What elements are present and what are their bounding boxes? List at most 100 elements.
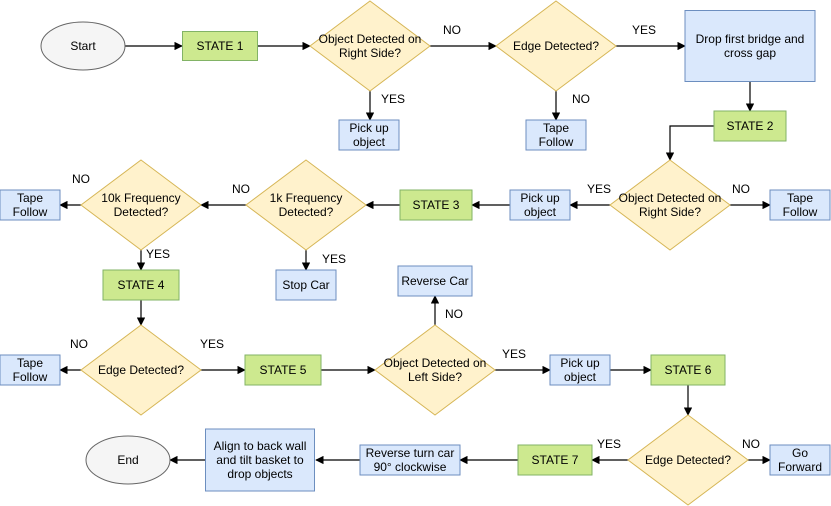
- node-label: STATE 4: [118, 278, 165, 292]
- node-label: Pick up: [349, 121, 389, 135]
- action-box-shape: [338, 119, 400, 151]
- node-label: Follow: [13, 370, 48, 384]
- edge-label: YES: [200, 337, 224, 351]
- connector-arrow: [665, 125, 714, 161]
- state-box-shape: [713, 110, 787, 142]
- action-box-shape: [684, 10, 816, 82]
- edge-label: YES: [597, 437, 621, 451]
- node-end: End: [85, 435, 171, 485]
- terminal-oval-shape: [85, 435, 171, 485]
- node-label: STATE 1: [197, 39, 244, 53]
- node-label: Object Detected on: [384, 356, 487, 370]
- node-label: Follow: [539, 135, 574, 149]
- node-d-edge3: Edge Detected?: [627, 414, 749, 506]
- action-box-shape: [205, 428, 315, 492]
- node-label: object: [524, 205, 557, 219]
- action-box-shape: [0, 189, 61, 221]
- node-label: Object Detected on: [319, 32, 422, 46]
- node-label: Reverse turn car: [366, 446, 455, 460]
- action-box-shape: [397, 265, 473, 297]
- node-label: Left Side?: [408, 370, 462, 384]
- decision-diamond-shape: [80, 324, 202, 416]
- node-state4: STATE 4: [102, 269, 180, 301]
- node-label: Follow: [13, 205, 48, 219]
- node-label: Go: [792, 446, 808, 460]
- node-d-edge1: Edge Detected?: [495, 0, 617, 92]
- action-box-shape: [769, 189, 831, 221]
- node-state6: STATE 6: [650, 354, 726, 386]
- action-box-shape: [525, 119, 587, 151]
- edge-label: NO: [72, 172, 90, 186]
- decision-diamond-shape: [495, 0, 617, 92]
- decision-diamond-shape: [374, 324, 496, 416]
- node-label: STATE 5: [260, 363, 307, 377]
- node-label: Tape: [17, 356, 43, 370]
- node-state3: STATE 3: [399, 189, 473, 221]
- node-label: End: [117, 453, 138, 467]
- node-label: and tilt basket to: [216, 453, 304, 467]
- decision-diamond-shape: [245, 159, 367, 251]
- node-state5: STATE 5: [244, 354, 322, 386]
- state-box-shape: [182, 31, 258, 61]
- node-label: Detected?: [114, 205, 169, 219]
- edge-label: NO: [572, 92, 590, 106]
- node-label: Detected?: [279, 205, 334, 219]
- node-stop-car: Stop Car: [275, 269, 337, 301]
- action-box-shape: [275, 269, 337, 301]
- node-label: STATE 7: [532, 453, 579, 467]
- action-box-shape: [769, 444, 831, 476]
- node-label: 10k Frequency: [101, 191, 180, 205]
- node-label: Stop Car: [282, 278, 329, 292]
- edge-label: NO: [70, 337, 88, 351]
- action-box-shape: [509, 189, 571, 221]
- node-label: 90° clockwise: [374, 460, 447, 474]
- state-box-shape: [244, 354, 322, 386]
- node-label: Edge Detected?: [513, 39, 599, 53]
- node-label: Reverse Car: [401, 274, 468, 288]
- node-label: Forward: [778, 460, 822, 474]
- edge-label: YES: [322, 252, 346, 266]
- decision-diamond-shape: [309, 0, 431, 92]
- node-label: Object Detected on: [619, 191, 722, 205]
- edge-label: YES: [146, 247, 170, 261]
- state-box-shape: [102, 269, 180, 301]
- node-label: Right Side?: [639, 205, 701, 219]
- state-box-shape: [517, 444, 593, 476]
- edge-label: NO: [742, 437, 760, 451]
- node-label: Pick up: [560, 356, 600, 370]
- node-label: Tape: [787, 191, 813, 205]
- node-label: Right Side?: [339, 46, 401, 60]
- state-box-shape: [399, 189, 473, 221]
- decision-diamond-shape: [80, 159, 202, 251]
- node-label: Align to back wall: [214, 439, 307, 453]
- edge-label: YES: [632, 23, 656, 37]
- edge-label: YES: [587, 182, 611, 196]
- action-box-shape: [0, 354, 61, 386]
- node-label: object: [564, 370, 597, 384]
- node-label: Start: [70, 39, 96, 53]
- node-label: STATE 2: [727, 119, 774, 133]
- node-label: Follow: [783, 205, 818, 219]
- node-label: Edge Detected?: [98, 363, 184, 377]
- decision-diamond-shape: [627, 414, 749, 506]
- edge-label: NO: [443, 23, 461, 37]
- action-box-shape: [549, 354, 611, 386]
- node-label: Drop first bridge and: [696, 32, 805, 46]
